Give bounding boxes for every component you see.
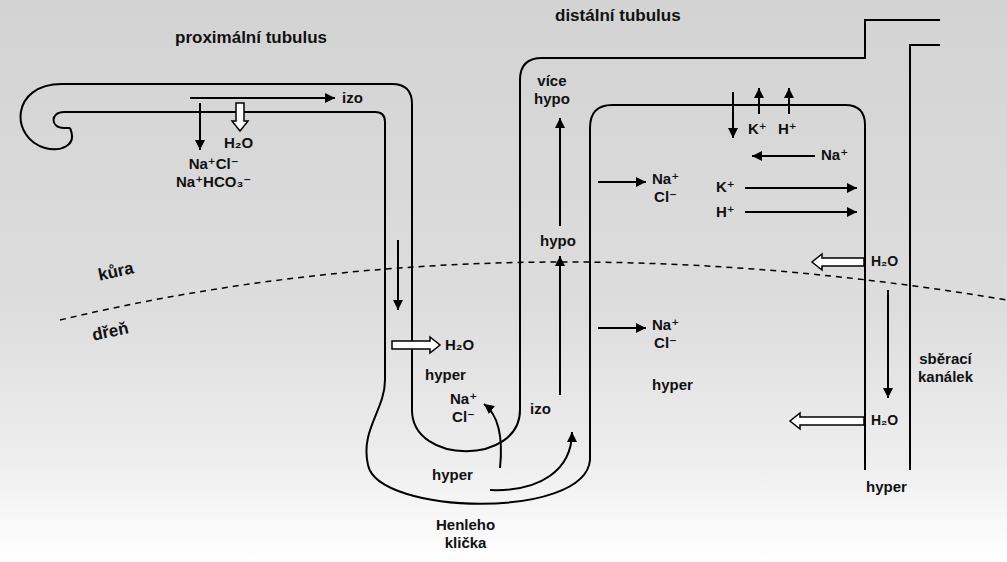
part-title: Henleho klička <box>436 516 495 552</box>
osmolarity-label-text: více hypo <box>534 72 570 107</box>
flow-arrow <box>887 290 889 398</box>
part-title-text: Henleho klička <box>436 516 495 551</box>
water-label-text: H₂O <box>871 412 898 428</box>
flow-arrow <box>559 118 561 226</box>
water-arrow <box>392 337 440 353</box>
water-label: H₂O <box>871 253 898 270</box>
flow-arrow <box>732 92 734 138</box>
region-label-text: dřeň <box>90 318 130 344</box>
water-arrows <box>232 103 864 429</box>
osmolarity-label: hyper <box>432 466 473 484</box>
flow-arrow <box>598 327 646 329</box>
osmolarity-label: hypo <box>540 232 576 250</box>
osmolarity-label: hyper <box>652 376 693 394</box>
ion-label: K⁺ <box>748 120 767 138</box>
ion-label: Na⁺ Cl⁻ <box>652 316 679 352</box>
water-arrow <box>232 103 248 131</box>
osmolarity-label-text: izo <box>342 89 363 106</box>
water-label-text: H₂O <box>871 253 898 269</box>
osmolarity-label-text: hypo <box>540 232 576 249</box>
region-label-text: kůra <box>96 258 135 284</box>
flow-arrow <box>490 432 572 490</box>
ion-label-text: H⁺ <box>778 120 797 137</box>
flow-arrow <box>788 88 790 114</box>
ion-label-text: Na⁺ <box>821 146 848 163</box>
ion-label: Na⁺Cl⁻ Na⁺HCO₃⁻ <box>176 155 251 191</box>
ion-label-text: H⁺ <box>716 203 735 220</box>
water-arrow <box>812 254 864 270</box>
part-title: distální tubulus <box>555 6 681 26</box>
osmolarity-label: hyper <box>425 366 466 384</box>
water-label-text: H₂O <box>224 134 253 151</box>
flow-arrow <box>598 181 646 183</box>
osmolarity-label: izo <box>530 400 551 418</box>
ion-label-text: Na⁺ Cl⁻ <box>450 390 477 425</box>
osmolarity-label: izo <box>342 89 363 107</box>
part-title-text: sběrací kanálek <box>918 350 973 385</box>
part-title: sběrací kanálek <box>918 350 973 386</box>
flow-arrow <box>397 240 399 310</box>
ion-label-text: K⁺ <box>716 178 735 195</box>
tubule-wall <box>54 105 866 504</box>
ion-label: Na⁺ <box>821 146 848 164</box>
osmolarity-label: více hypo <box>534 72 570 108</box>
ion-label-text: Na⁺Cl⁻ Na⁺HCO₃⁻ <box>176 155 251 190</box>
part-title-text: proximální tubulus <box>175 28 327 47</box>
ion-label: K⁺ <box>716 178 735 196</box>
water-label-text: H₂O <box>445 336 474 353</box>
osmolarity-label: hyper <box>866 478 907 496</box>
osmolarity-label-text: hyper <box>432 466 473 483</box>
part-title: proximální tubulus <box>175 28 327 48</box>
part-title-text: distální tubulus <box>555 6 681 25</box>
flow-arrow <box>199 103 201 150</box>
ion-label: Na⁺ Cl⁻ <box>450 390 477 426</box>
flow-arrows <box>190 88 888 490</box>
osmolarity-label-text: izo <box>530 400 551 417</box>
tubule-walls <box>21 20 940 504</box>
ion-label-text: K⁺ <box>748 120 767 137</box>
ion-label: H⁺ <box>716 203 735 221</box>
flow-arrow <box>758 88 760 114</box>
ion-label-text: Na⁺ Cl⁻ <box>652 170 679 205</box>
flow-arrow <box>745 211 857 213</box>
flow-arrow <box>745 187 857 189</box>
osmolarity-label-text: hyper <box>652 376 693 393</box>
ion-label: Na⁺ Cl⁻ <box>652 170 679 206</box>
osmolarity-label-text: hyper <box>425 366 466 383</box>
water-label: H₂O <box>871 412 898 429</box>
flow-arrow <box>190 97 335 99</box>
tubule-wall <box>21 20 940 451</box>
flow-arrow <box>752 155 815 157</box>
ion-label-text: Na⁺ Cl⁻ <box>652 316 679 351</box>
region-label: dřeň <box>90 318 130 345</box>
water-label: H₂O <box>224 134 253 152</box>
region-label: kůra <box>96 258 135 285</box>
water-label: H₂O <box>445 336 474 354</box>
flow-arrow <box>484 404 501 468</box>
ion-label: H⁺ <box>778 120 797 138</box>
tubule-wall <box>910 45 940 470</box>
osmolarity-label-text: hyper <box>866 478 907 495</box>
flow-arrow <box>559 256 561 395</box>
water-arrow <box>790 413 864 429</box>
